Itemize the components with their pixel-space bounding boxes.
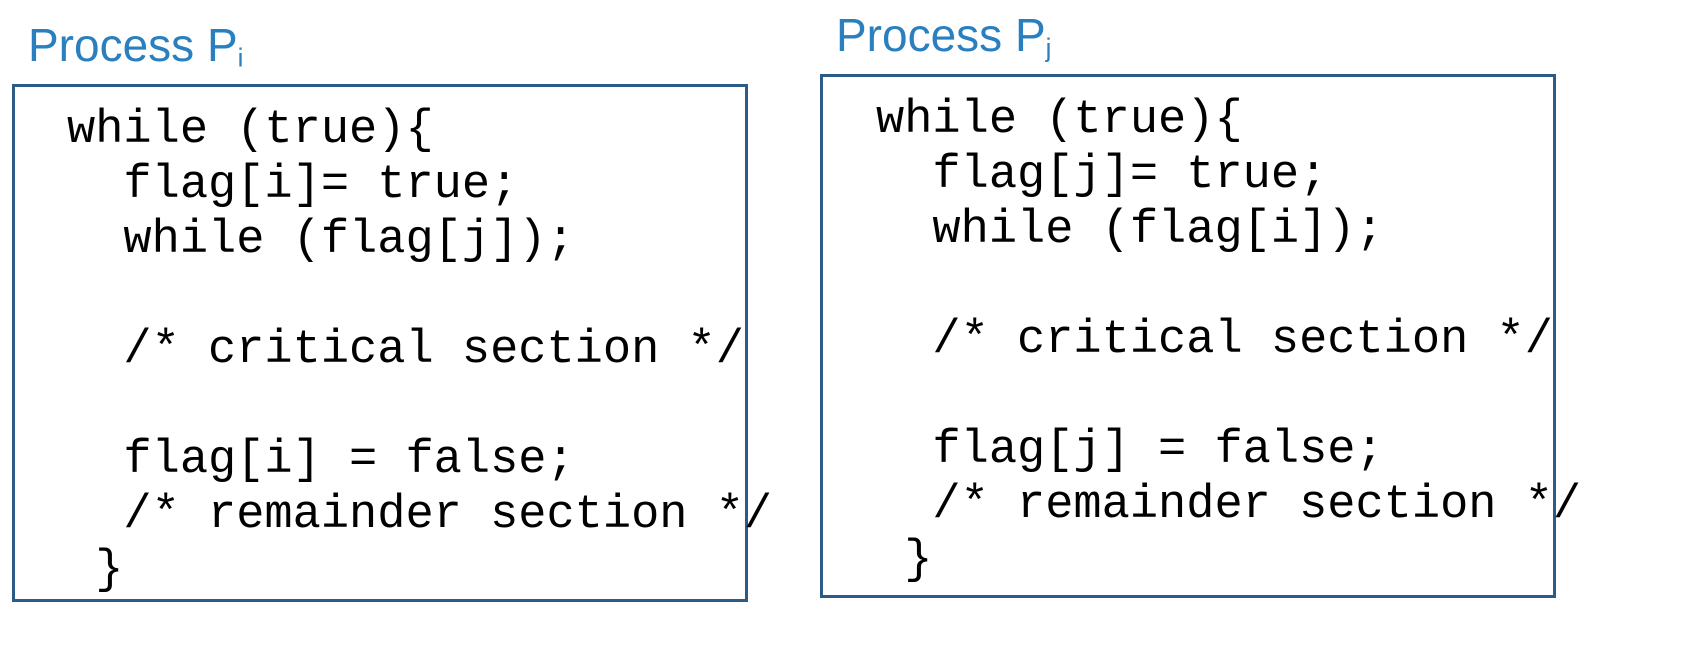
process-j-code-line: /* remainder section */: [876, 479, 1582, 532]
process-i-code-line: }: [67, 544, 124, 597]
process-j-title-main: Process P: [836, 9, 1046, 61]
process-i-code-line: while (flag[j]);: [67, 214, 575, 267]
process-i-title-subscript: i: [237, 42, 244, 73]
process-j-code-line: }: [876, 534, 933, 587]
process-j-code-line: /* critical section */: [876, 314, 1553, 367]
process-i-code-line: flag[i]= true;: [67, 159, 519, 212]
process-j-code-box: [820, 74, 1556, 598]
process-i-title-main: Process P: [28, 19, 238, 71]
process-j-code-line: flag[j]= true;: [876, 149, 1328, 202]
process-i-code-box: [12, 84, 748, 602]
process-j-code-line: while (true){: [876, 94, 1243, 147]
process-j-code-line: while (flag[i]);: [876, 204, 1384, 257]
process-j-code-line: flag[j] = false;: [876, 424, 1384, 477]
process-i-code-line: while (true){: [67, 104, 434, 157]
process-i-title: Process Pi: [28, 22, 243, 71]
process-j-title-subscript: j: [1045, 32, 1052, 63]
process-i-code-line: flag[i] = false;: [67, 434, 575, 487]
process-i-code: while (true){ flag[i]= true; while (flag…: [67, 107, 772, 637]
process-j-code: while (true){ flag[j]= true; while (flag…: [876, 97, 1581, 627]
process-i-code-line: /* remainder section */: [67, 489, 773, 542]
process-i-code-line: /* critical section */: [67, 324, 744, 377]
process-j-title: Process Pj: [836, 12, 1051, 61]
